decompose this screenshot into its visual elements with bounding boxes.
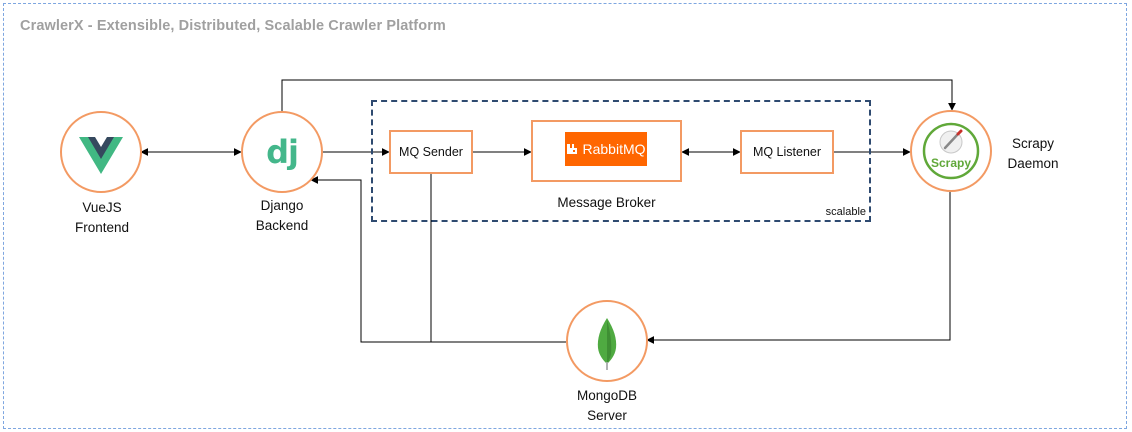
vuejs-node[interactable] [60, 111, 142, 193]
vuejs-label-line1: VueJS [82, 200, 122, 215]
django-label-line1: Django [260, 198, 304, 213]
mongodb-label: MongoDB Server [567, 386, 647, 426]
mongodb-label-line2: Server [587, 408, 627, 423]
scrapy-logo-icon [922, 122, 980, 180]
vuejs-logo-icon [79, 137, 123, 174]
django-logo-icon: dj [243, 113, 321, 191]
mongodb-label-line1: MongoDB [576, 388, 638, 403]
diagram-frame [3, 3, 1127, 429]
edge-scrapy-mongodb [646, 192, 951, 344]
django-node[interactable]: dj [241, 111, 323, 193]
diagram-title: CrawlerX - Extensible, Distributed, Scal… [20, 18, 446, 34]
mq-listener-box[interactable]: MQ Listener [740, 130, 834, 174]
mq-sender-box[interactable]: MQ Sender [389, 130, 473, 174]
message-broker-label: Message Broker [557, 195, 656, 210]
rabbitmq-logo-icon: RabbitMQ [565, 132, 647, 166]
edge-mongodb-django [310, 176, 566, 343]
mongodb-node[interactable] [566, 300, 648, 382]
scalable-label: scalable [825, 206, 866, 218]
vuejs-label-line2: Frontend [74, 220, 130, 235]
scrapy-label: Scrapy Daemon [1000, 134, 1066, 174]
scrapy-label-line1: Scrapy [1011, 136, 1055, 151]
edge-django-scrapy-top [281, 79, 956, 111]
django-label: Django Backend [242, 196, 322, 236]
django-logo-text: dj [266, 133, 299, 171]
vuejs-label: VueJS Frontend [62, 198, 142, 238]
message-broker-group [371, 100, 871, 222]
scrapy-logo-text: Scrapy [930, 156, 972, 170]
scrapy-node[interactable]: Scrapy [910, 110, 992, 192]
rabbitmq-mark-icon [567, 144, 578, 154]
rabbitmq-logo-text: RabbitMQ [582, 141, 646, 157]
rabbitmq-box[interactable]: RabbitMQ [531, 120, 682, 182]
django-label-line2: Backend [255, 218, 309, 233]
mq-listener-label: MQ Listener [752, 145, 822, 159]
scrapy-label-line2: Daemon [1007, 156, 1059, 171]
mq-sender-label: MQ Sender [399, 145, 463, 159]
mongodb-leaf-icon [597, 318, 617, 370]
